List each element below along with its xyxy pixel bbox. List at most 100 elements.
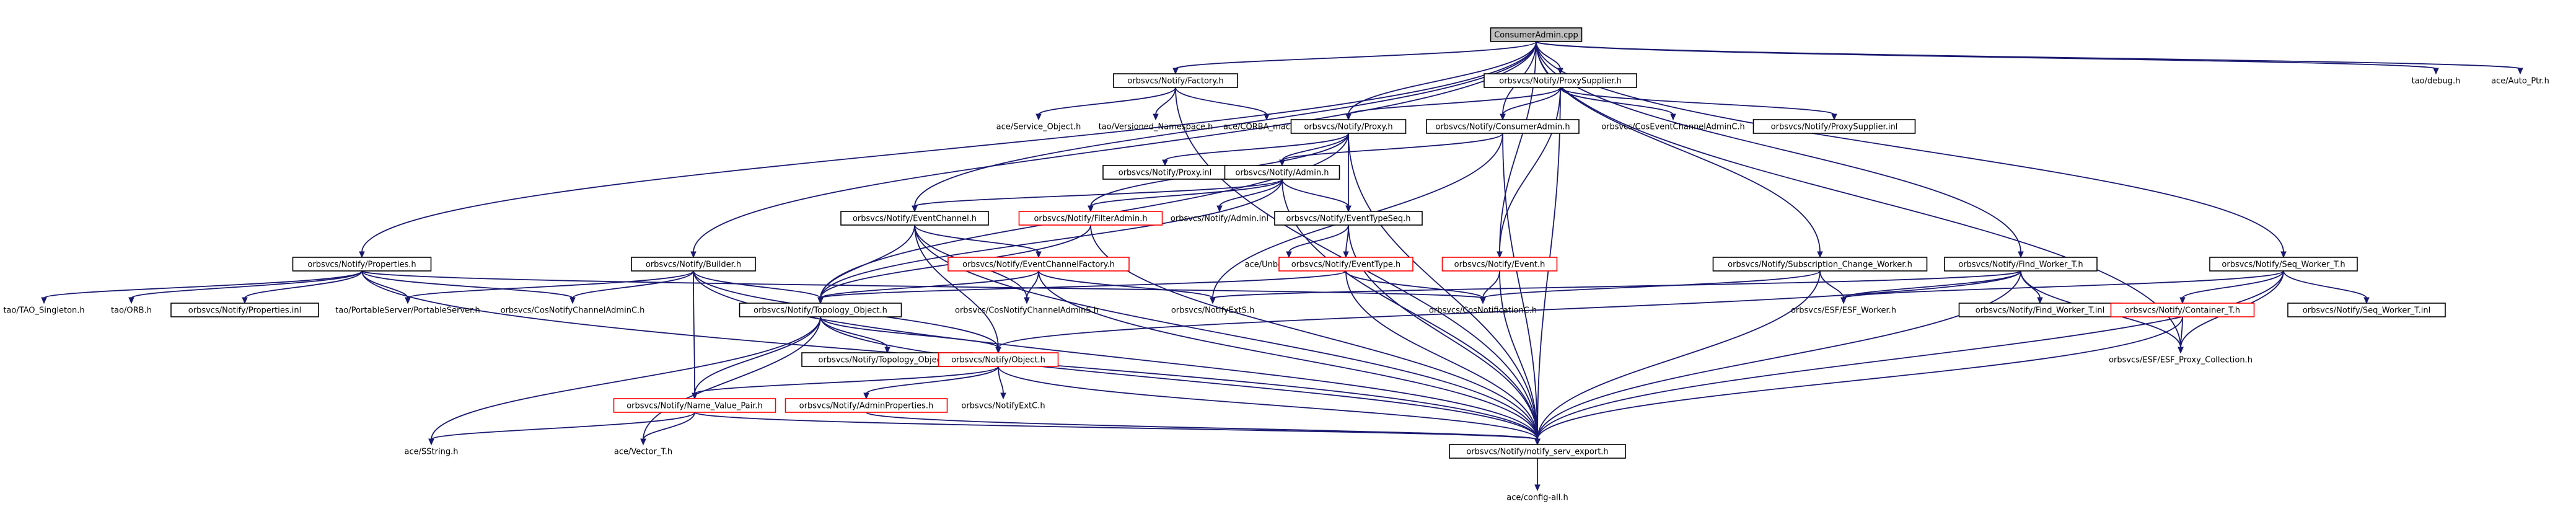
edge-event-to-notifyservexport: [1499, 270, 1538, 440]
arrowhead-10: [2018, 251, 2024, 259]
arrowhead-33: [912, 205, 918, 213]
node-vectort: ace/Vector_T.h: [614, 448, 672, 457]
node-label-findworker: orbsvcs/Notify/Find_Worker_T.h: [1958, 260, 2083, 270]
arrowhead-2: [2433, 68, 2439, 75]
node-box-builder: [631, 257, 756, 272]
node-orbh: tao/ORB.h: [111, 306, 152, 316]
arrowhead-3: [2517, 68, 2523, 75]
node-cosnotificationc: orbsvcs/CosNotificationC.h: [1429, 306, 1537, 316]
arrowhead-22: [1497, 251, 1503, 259]
node-label-proxyinl: orbsvcs/Notify/Proxy.inl: [1119, 169, 1211, 178]
edge-admin-to-topologyobject: [820, 179, 1283, 299]
edge-root-to-eventchannel: [914, 41, 1537, 207]
arrowhead-47: [1343, 251, 1349, 259]
node-label-eventtypeseq: orbsvcs/Notify/EventTypeSeq.h: [1286, 215, 1410, 224]
arrowhead-100: [1534, 438, 1541, 446]
node-proxysupplier: orbsvcs/Notify/ProxySupplier.h: [1484, 73, 1637, 88]
node-admin: orbsvcs/Notify/Admin.h: [1224, 165, 1340, 180]
arrowhead-60: [242, 297, 248, 304]
edge-proxy-to-proxyinl: [1164, 133, 1349, 161]
edge-factory-to-versionedns: [1155, 87, 1176, 115]
arrowhead-81: [2179, 297, 2186, 304]
node-corbamacros: ace/CORBA_macros.h: [1223, 123, 1310, 132]
node-label-propertiesinl: orbsvcs/Notify/Properties.inl: [188, 306, 301, 316]
node-box-adminproperties: [785, 398, 948, 413]
node-serviceobject: ace/Service_Object.h: [996, 123, 1081, 132]
node-box-namevaluepair: [613, 398, 776, 413]
edge-builder-to-namevaluepair: [693, 270, 695, 394]
arrowhead-88: [995, 347, 1001, 354]
arrowhead-55: [1024, 297, 1030, 304]
edge-proxysupplier-to-coseventchanneladminc: [1560, 87, 1674, 115]
edge-seqworker-to-notifyservexport: [1537, 270, 2284, 440]
node-box-eventchannel: [840, 211, 989, 226]
node-label-object: orbsvcs/Notify/Object.h: [951, 356, 1045, 365]
edge-container-to-notifyservexport: [1537, 316, 2183, 440]
arrowhead-67: [817, 297, 824, 304]
node-proxy: orbsvcs/Notify/Proxy.h: [1290, 119, 1407, 134]
node-ecfactory: orbsvcs/Notify/EventChannelFactory.h: [947, 257, 1130, 272]
node-box-notifyservexport: [1449, 444, 1626, 459]
node-label-proxysupplierinl: orbsvcs/Notify/ProxySupplier.inl: [1771, 123, 1898, 132]
node-box-eventtypeseq: [1274, 211, 1423, 226]
arrowhead-101: [1534, 484, 1541, 492]
node-label-consumeradmin: orbsvcs/Notify/ConsumerAdmin.h: [1435, 123, 1570, 132]
edge-event-to-cosnotificationc: [1482, 270, 1500, 299]
arrowhead-85: [2178, 347, 2184, 354]
node-box-ecfactory: [947, 257, 1130, 272]
node-findworker: orbsvcs/Notify/Find_Worker_T.h: [1944, 257, 2098, 272]
edge-ecfactory-to-notifyservexport: [1038, 270, 1538, 440]
node-box-admin: [1224, 165, 1340, 180]
node-adminproperties: orbsvcs/Notify/AdminProperties.h: [785, 398, 948, 413]
node-label-taosingleton: tao/TAO_Singleton.h: [3, 306, 84, 316]
node-label-coseventchanneladminc: orbsvcs/CosEventChannelAdminC.h: [1601, 123, 1745, 132]
node-label-container: orbsvcs/Notify/Container_T.h: [2125, 306, 2240, 316]
node-builder: orbsvcs/Notify/Builder.h: [631, 257, 756, 272]
node-label-cosnotifychanneladminc: orbsvcs/CosNotifyChannelAdminC.h: [501, 306, 645, 316]
nodes-layer: ConsumerAdmin.cpporbsvcs/Notify/Factory.…: [3, 27, 2549, 503]
node-label-root: ConsumerAdmin.cpp: [1494, 31, 1578, 40]
node-box-object: [938, 352, 1059, 367]
node-versionedns: tao/Versioned_Namespace.h: [1099, 123, 1213, 132]
edge-namevaluepair-to-sstring: [431, 412, 695, 440]
edge-findworker-to-notifyservexport: [1537, 270, 2021, 440]
arrowhead-76: [1210, 297, 1216, 304]
arrowhead-14: [1035, 113, 1042, 121]
arrowhead-7: [359, 251, 365, 259]
node-label-orbh: tao/ORB.h: [111, 306, 152, 316]
edge-ecfactory-to-notifyexts: [1038, 270, 1213, 299]
node-label-admin: orbsvcs/Notify/Admin.h: [1236, 169, 1329, 178]
edge-properties-to-orbh: [131, 270, 363, 299]
arrowhead-11: [2280, 251, 2287, 259]
node-label-vectort: ace/Vector_T.h: [614, 448, 672, 457]
edge-proxysupplier-to-event: [1499, 87, 1561, 253]
node-label-filteradmin: orbsvcs/Notify/FilterAdmin.h: [1034, 215, 1147, 224]
node-label-esfproxycollection: orbsvcs/ESF/ESF_Proxy_Collection.h: [2109, 356, 2253, 365]
node-box-propertiesinl: [170, 303, 319, 317]
edge-proxysupplier-to-proxy: [1348, 87, 1561, 115]
node-properties: orbsvcs/Notify/Properties.h: [292, 257, 432, 272]
edge-subchangeworker-to-esfworker: [1819, 270, 1844, 299]
arrowhead-46: [1286, 251, 1292, 259]
arrowhead-59: [128, 297, 134, 304]
node-filteradmin: orbsvcs/Notify/FilterAdmin.h: [1018, 211, 1163, 226]
edge-adminproperties-to-notifyservexport: [866, 412, 1538, 440]
edge-builder-to-cosnotifychanneladminc: [572, 270, 694, 299]
node-eventtype: orbsvcs/Notify/EventType.h: [1278, 257, 1413, 272]
edge-eventtype-to-notifyservexport: [1345, 270, 1538, 440]
arrowhead-58: [41, 297, 47, 304]
node-label-proxysupplier: orbsvcs/Notify/ProxySupplier.h: [1499, 77, 1621, 86]
edge-topologyobject-to-notifyservexport: [820, 316, 1538, 440]
edge-findworker-to-object: [998, 270, 2021, 348]
edge-ecfactory-to-cosnotifychanneladmins: [1026, 270, 1039, 299]
edge-root-to-factory: [1175, 41, 1537, 69]
node-notifyexts: orbsvcs/NotifyExtS.h: [1171, 306, 1254, 316]
node-label-serviceobject: ace/Service_Object.h: [996, 123, 1081, 132]
node-box-seqworkerinl: [2287, 303, 2446, 317]
node-sstring: ace/SString.h: [405, 448, 459, 457]
node-notifyservexport: orbsvcs/Notify/notify_serv_export.h: [1449, 444, 1626, 459]
edge-container-to-esfproxycollection: [2180, 316, 2183, 348]
edge-proxy-to-admin: [1281, 133, 1349, 161]
node-container: orbsvcs/Notify/Container_T.h: [2110, 303, 2255, 317]
